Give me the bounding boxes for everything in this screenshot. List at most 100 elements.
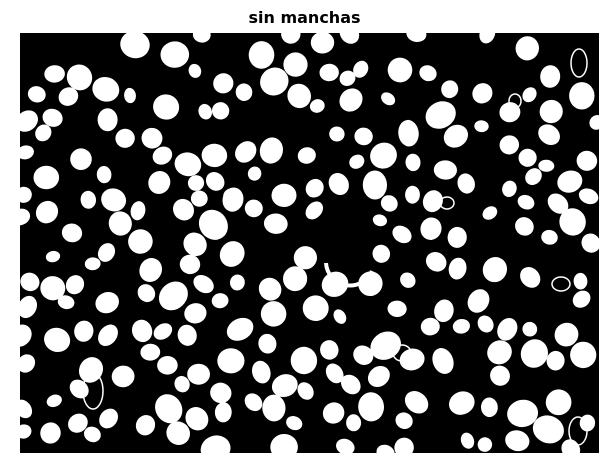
cell-blob	[27, 86, 46, 103]
cell-blob	[482, 257, 508, 283]
cell-outline	[568, 416, 588, 446]
cell-blob	[447, 226, 467, 248]
cell-blob	[226, 317, 254, 341]
cell-blob	[217, 348, 245, 374]
cell-blob	[381, 92, 396, 106]
cell-blob	[589, 115, 599, 130]
cell-blob	[58, 87, 79, 106]
cell-outline	[508, 93, 522, 109]
cell-crescent	[324, 262, 374, 288]
cell-blob	[339, 70, 356, 87]
cell-blob	[97, 243, 116, 262]
cell-blob	[520, 267, 541, 288]
cell-blob	[482, 206, 498, 220]
cell-blob	[398, 119, 419, 147]
cell-blob	[271, 183, 297, 208]
cell-blob	[339, 88, 363, 112]
cell-blob	[210, 382, 232, 404]
cell-blob	[184, 303, 207, 324]
cell-blob	[148, 171, 171, 194]
cell-blob	[387, 300, 407, 318]
cell-blob	[244, 199, 263, 218]
cell-blob	[20, 295, 38, 319]
cell-blob	[281, 33, 301, 44]
cell-blob	[532, 415, 564, 444]
cell-blob	[547, 193, 569, 214]
cell-blob	[457, 173, 475, 194]
cell-outline	[439, 196, 455, 210]
cell-blob	[66, 64, 93, 91]
cell-blob	[505, 430, 530, 452]
cell-blob	[120, 33, 150, 59]
cell-blob	[183, 232, 207, 257]
cell-blob	[499, 102, 521, 123]
cell-blob	[328, 172, 349, 196]
cell-blob	[557, 170, 583, 193]
cell-blob	[353, 60, 369, 78]
cell-blob	[124, 87, 136, 104]
cell-blob	[392, 225, 412, 244]
cell-blob	[174, 376, 190, 393]
cell-blob	[405, 185, 420, 204]
cell-blob	[319, 63, 339, 82]
cell-blob	[425, 252, 447, 272]
figure-title: sin manchas	[248, 8, 361, 27]
cell-blob	[40, 276, 66, 301]
cell-blob	[515, 217, 534, 236]
cell-blob	[115, 128, 135, 148]
cell-blob	[187, 175, 205, 191]
cell-outline	[392, 344, 412, 362]
cell-blob	[179, 254, 201, 275]
cell-blob	[420, 217, 442, 240]
cell-blob	[333, 309, 347, 324]
cell-blob	[258, 277, 282, 301]
cell-blob	[140, 343, 161, 361]
cell-blob	[141, 127, 163, 149]
cell-blob	[57, 295, 75, 310]
cell-blob	[260, 67, 289, 96]
cell-blob	[160, 41, 190, 68]
cell-blob	[395, 412, 413, 429]
cell-blob	[305, 201, 324, 220]
cell-blob	[20, 145, 34, 160]
cell-blob	[214, 402, 232, 423]
cell-blob	[68, 413, 88, 433]
cell-blob	[579, 414, 596, 432]
cell-blob	[310, 33, 335, 54]
cell-blob	[406, 33, 427, 43]
cell-blob	[128, 229, 153, 254]
cell-blob	[474, 120, 489, 133]
cell-blob	[467, 289, 490, 313]
cell-blob	[518, 148, 537, 167]
cell-blob	[153, 94, 180, 120]
cell-blob	[108, 211, 132, 236]
cell-blob	[297, 382, 314, 400]
cell-blob	[480, 397, 498, 418]
cell-blob	[380, 195, 398, 212]
cell-blob	[177, 324, 197, 346]
cell-blob	[172, 198, 195, 221]
cell-blob	[405, 153, 421, 172]
cell-blob	[244, 393, 263, 412]
binary-image	[20, 33, 599, 453]
cell-blob	[349, 154, 365, 169]
cell-blob	[92, 76, 120, 102]
cell-blob	[362, 170, 388, 200]
cell-blob	[84, 257, 101, 271]
cell-blob	[40, 422, 61, 444]
cell-blob	[448, 257, 467, 280]
cell-blob	[282, 266, 308, 292]
cell-blob	[290, 346, 318, 375]
cell-blob	[211, 293, 229, 309]
cell-blob	[477, 315, 494, 333]
cell-blob	[153, 323, 173, 340]
cell-blob	[297, 147, 316, 164]
cell-blob	[190, 190, 208, 207]
cell-blob	[370, 142, 397, 169]
cell-blob	[101, 188, 127, 212]
cell-blob	[83, 426, 101, 443]
cell-blob	[520, 339, 549, 368]
cell-blob	[525, 168, 542, 186]
cell-blob	[420, 317, 440, 336]
cell-outline	[570, 48, 588, 78]
